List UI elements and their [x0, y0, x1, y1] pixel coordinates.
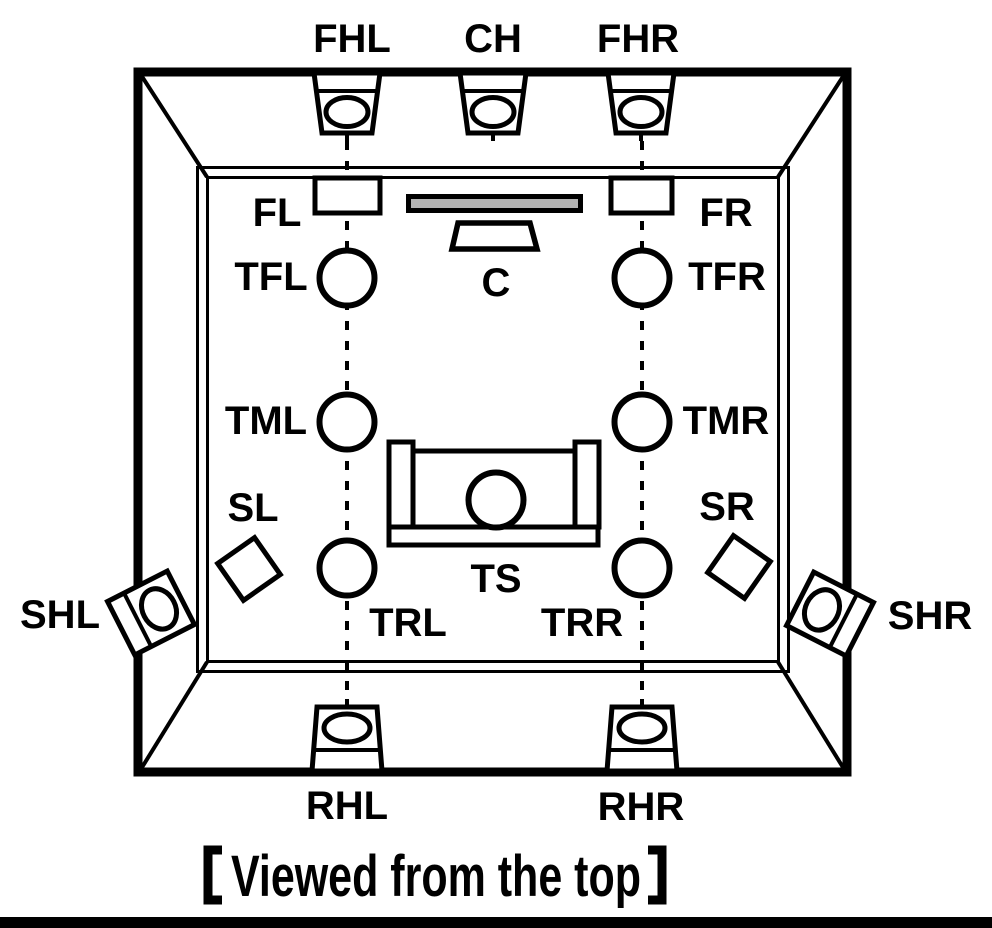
label-fr: FR	[699, 191, 752, 235]
speaker-icon-ts	[465, 469, 527, 531]
speaker-icon-rhl	[309, 704, 385, 774]
shl-speaker-divider	[122, 592, 154, 648]
speaker-icon-tml	[316, 391, 378, 453]
room-inner-wall-outer-line	[196, 166, 790, 673]
caption: Viewed from the top	[203, 844, 667, 909]
label-fhl: FHL	[313, 17, 391, 61]
label-c: C	[482, 261, 511, 305]
label-fhr: FHR	[597, 17, 679, 61]
label-fl: FL	[253, 191, 302, 235]
label-tml: TML	[225, 399, 307, 443]
speaker-icon-fr	[608, 175, 675, 216]
speaker-icon-shl	[104, 567, 198, 659]
sofa-right-armrest	[572, 439, 602, 530]
shl-speaker-cone	[138, 586, 180, 632]
tv-screen	[406, 194, 583, 213]
label-tfr: TFR	[688, 255, 766, 299]
label-tfl: TFL	[234, 255, 307, 299]
speaker-icon-tfr	[611, 247, 673, 309]
label-trr: TRR	[541, 601, 623, 645]
left-lenticular-bracket	[203, 845, 222, 905]
speaker-labels: FHL CH FHR FL FR C TFL TFR TML TMR SL SR…	[20, 17, 972, 829]
label-shl: SHL	[20, 593, 100, 637]
label-rhr: RHR	[598, 785, 685, 829]
label-tmr: TMR	[683, 399, 770, 443]
label-sl: SL	[227, 486, 278, 530]
shr-speaker-divider	[827, 593, 859, 649]
speaker-icon-rhr	[604, 704, 680, 774]
rhl-speaker-cone	[321, 711, 373, 745]
label-sr: SR	[699, 485, 755, 529]
rhr-speaker-cone	[616, 711, 668, 745]
speaker-icon-ch	[457, 70, 529, 136]
ch-speaker-cone	[469, 95, 517, 129]
label-ts: TS	[470, 557, 521, 601]
sofa	[386, 439, 602, 548]
right-lenticular-bracket	[648, 845, 667, 905]
bottom-divider-bar	[0, 917, 992, 928]
speaker-icon-trr	[611, 537, 673, 599]
label-trl: TRL	[369, 601, 447, 645]
speaker-icon-shr	[783, 568, 877, 660]
label-shr: SHR	[888, 594, 973, 638]
speaker-icon-tmr	[611, 391, 673, 453]
corner-diagonal-top-right	[776, 73, 846, 179]
corner-diagonal-top-left	[139, 73, 209, 179]
sofa-left-armrest	[386, 439, 416, 530]
corner-diagonal-bottom-right	[776, 660, 846, 771]
fhl-speaker-cone	[323, 95, 371, 129]
speaker-icon-trl	[316, 537, 378, 599]
speaker-icon-c	[448, 220, 541, 252]
label-ch: CH	[464, 17, 522, 61]
caption-text: Viewed from the top	[231, 844, 641, 909]
corner-diagonal-bottom-left	[139, 660, 209, 771]
room-inner-wall-inner-line	[206, 176, 780, 663]
speaker-icon-fhr	[605, 70, 677, 136]
fhr-speaker-cone	[617, 95, 665, 129]
speaker-icon-sr	[704, 532, 774, 602]
speaker-icon-fl	[312, 175, 383, 216]
label-rhl: RHL	[306, 784, 388, 828]
speaker-icon-sl	[214, 534, 284, 604]
speaker-icon-fhl	[311, 70, 383, 136]
shr-speaker-cone	[801, 587, 843, 633]
speaker-icon-tfl	[316, 247, 378, 309]
